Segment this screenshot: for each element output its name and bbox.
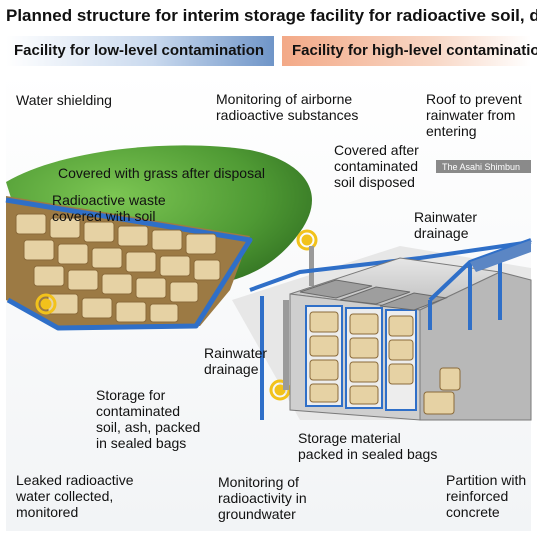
high-level-bag-stack (309, 311, 461, 415)
label-storage-material: Storage material packed in sealed bags (298, 430, 438, 462)
label-leaked-water: Leaked radioactive water collected, moni… (16, 472, 134, 520)
low-header-band (6, 36, 274, 66)
roof-panel (470, 240, 531, 272)
airborne-monitor-post (309, 246, 314, 286)
groundwater-well-pipe (283, 300, 289, 390)
label-rain-drainage-right: Rainwater drainage (414, 209, 478, 241)
label-groundwater: Monitoring of radioactivity in groundwat… (218, 474, 307, 522)
rainwater-drainage-channel (249, 240, 532, 292)
label-grass-cover: Covered with grass after disposal (58, 165, 265, 181)
leak-monitor-marker (35, 293, 57, 315)
water-shielding-liner (5, 197, 253, 331)
credit-strip (436, 160, 531, 173)
label-waste-soil: Radioactive waste covered with soil (52, 192, 166, 224)
airborne-monitor-marker (296, 229, 318, 251)
label-airborne-monitoring: Monitoring of airborne radioactive subst… (216, 91, 359, 123)
low-level-header: Facility for low-level contamination (14, 42, 265, 59)
high-header-band (282, 36, 531, 66)
page-title: Planned structure for interim storage fa… (6, 6, 537, 25)
label-roof: Roof to prevent rainwater from entering (426, 91, 522, 139)
label-covered-after: Covered after contaminated soil disposed (334, 142, 419, 190)
label-storage-low: Storage for contaminated soil, ash, pack… (96, 387, 201, 451)
high-level-header: Facility for high-level contamination (292, 42, 537, 59)
low-level-bag-stack (15, 213, 221, 323)
roof-lid-panels (299, 279, 448, 311)
label-rain-drainage-mid: Rainwater drainage (204, 345, 268, 377)
label-water-shielding: Water shielding (16, 92, 112, 108)
label-partition: Partition with reinforced concrete (446, 472, 527, 520)
credit-text: The Asahi Shimbun (442, 162, 521, 172)
